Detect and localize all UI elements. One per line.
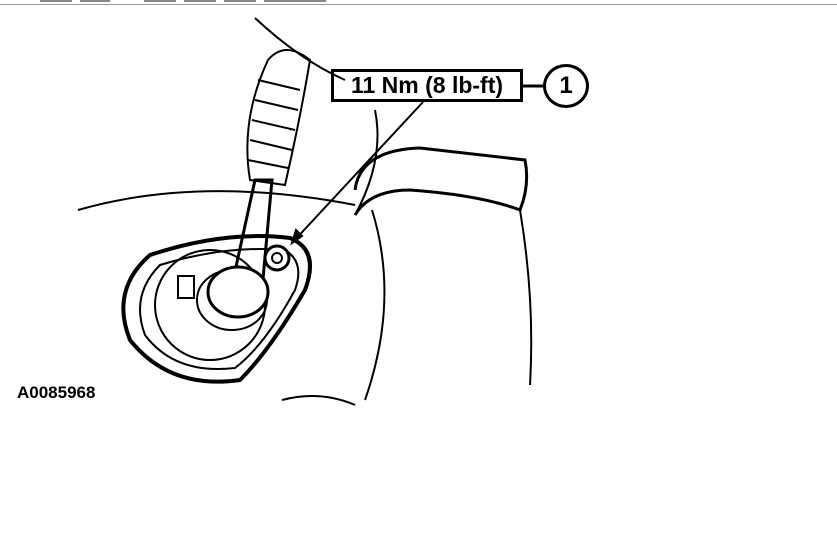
leader-arrowhead	[290, 228, 304, 246]
torque-spec-label: 11 Nm (8 lb-ft)	[331, 69, 523, 102]
tab	[177, 275, 195, 299]
callout-number: 1	[543, 64, 589, 108]
top-toolbar-strip	[0, 0, 837, 5]
cable-boot	[246, 49, 312, 187]
connector-head	[206, 265, 270, 319]
figure-id: A0085968	[17, 383, 96, 402]
pipe-right-edge	[519, 209, 533, 386]
cable	[230, 178, 274, 291]
pipe-left-edge	[364, 209, 386, 401]
pipe-flange	[353, 146, 529, 216]
bolt	[263, 244, 291, 272]
leader-line	[291, 101, 424, 244]
body-curve	[77, 190, 356, 211]
